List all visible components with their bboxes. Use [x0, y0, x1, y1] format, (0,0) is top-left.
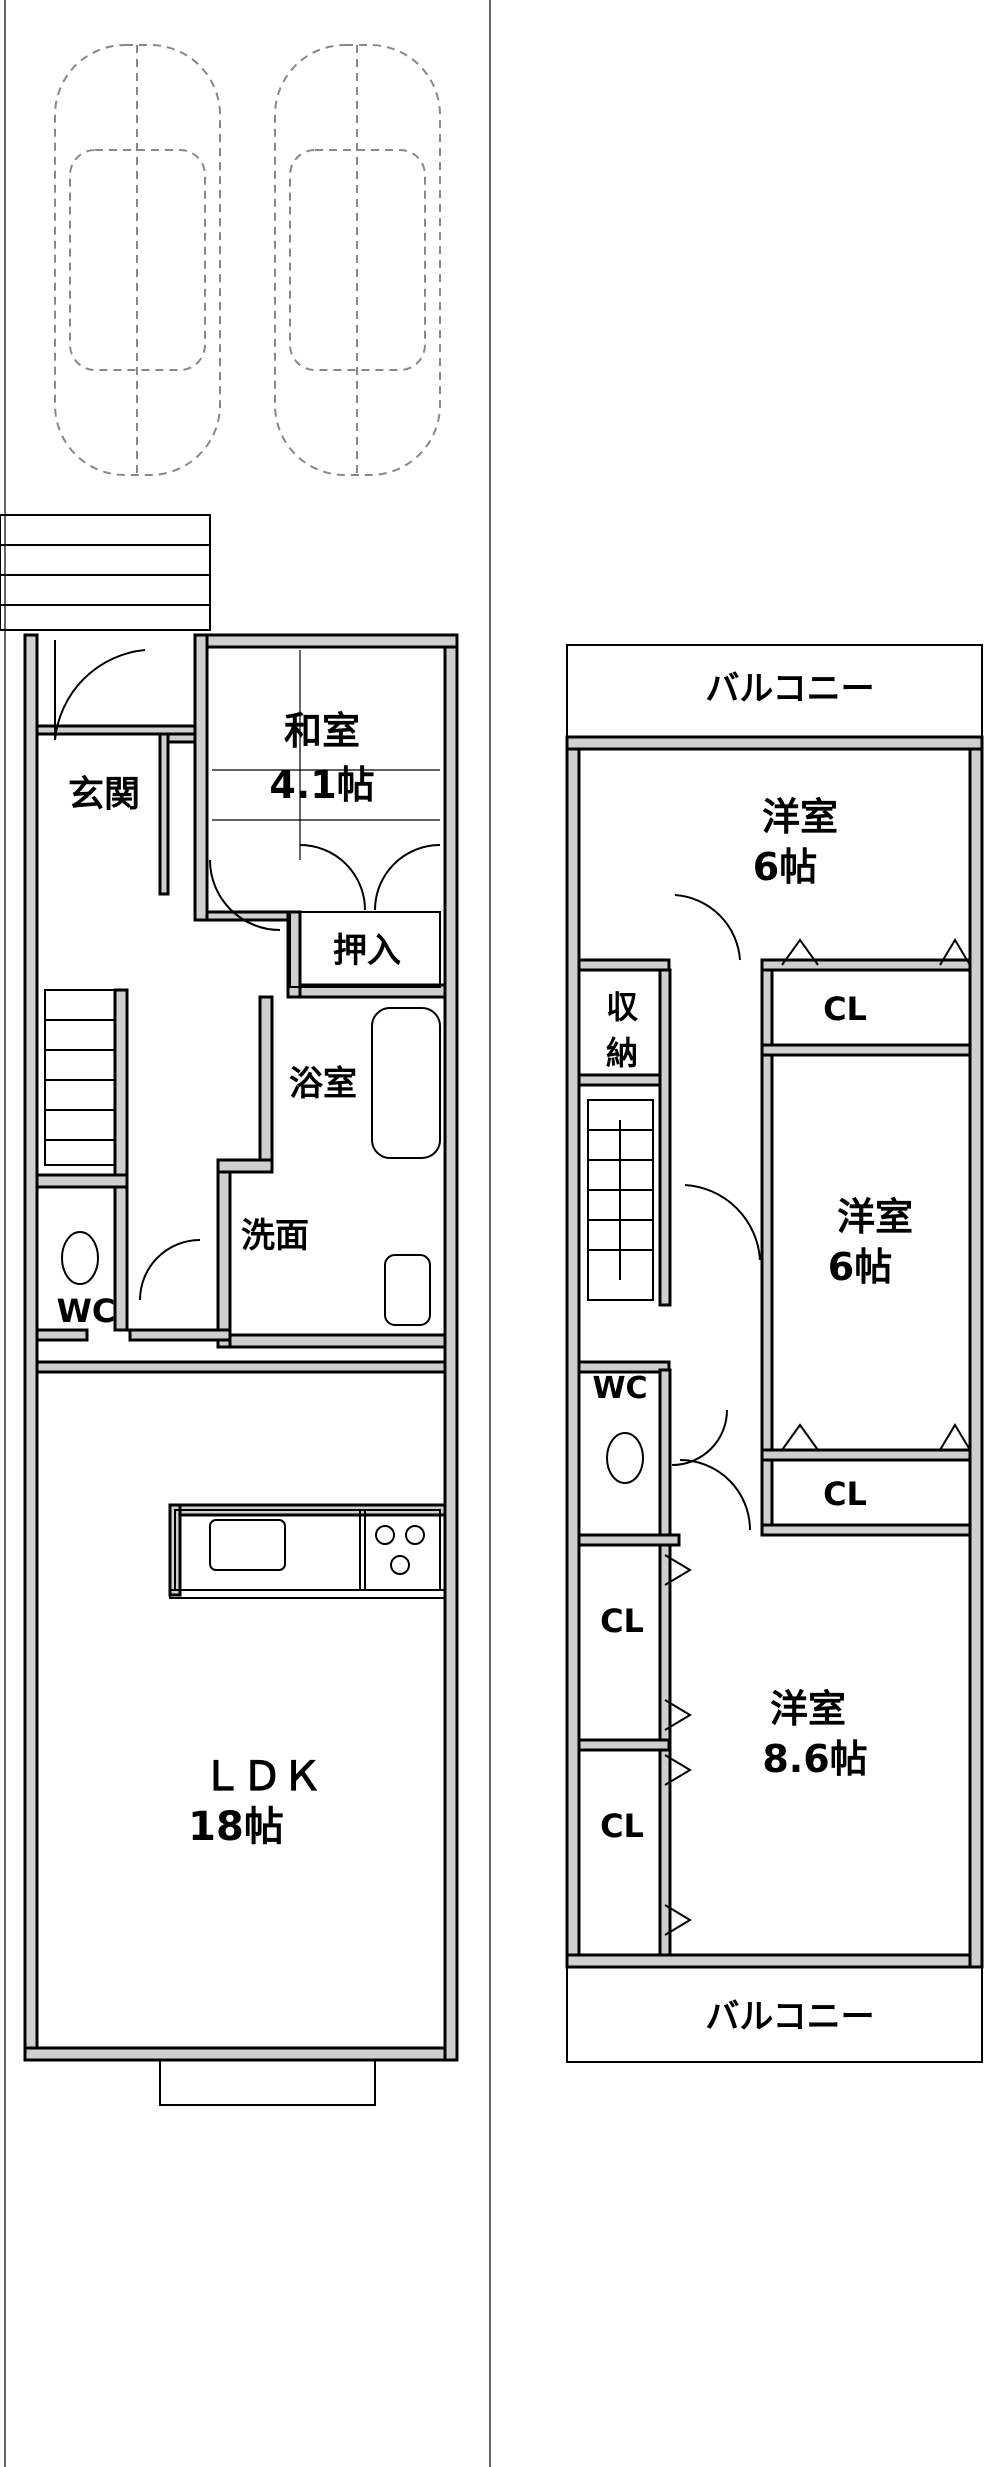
- floor2-outline: [565, 644, 984, 2063]
- cl-label-4: CL: [600, 1807, 644, 1845]
- balcony-north-label: バルコニー: [705, 669, 874, 709]
- washitsu-size-label: 4.1帖: [269, 763, 374, 807]
- room3-size-label: 8.6帖: [762, 1737, 867, 1781]
- genkan-label: 玄関: [68, 774, 140, 815]
- shuno-label-bottom: 納: [606, 1034, 638, 1072]
- site-boundary: [4, 0, 491, 2467]
- room3-name-label: 洋室: [770, 1687, 846, 1731]
- balcony-south-label: バルコニー: [705, 1997, 874, 2037]
- yokushitsu-label: 浴室: [289, 1064, 357, 1104]
- oshiire-label: 押入: [333, 931, 401, 971]
- parked-car-right: [274, 44, 441, 476]
- washitsu-name-label: 和室: [284, 709, 360, 753]
- cl-label-3: CL: [600, 1602, 644, 1640]
- ldk-name-label: ＬＤＫ: [202, 1754, 322, 1800]
- shuno-label-top: 収: [606, 988, 638, 1026]
- room2-name-label: 洋室: [837, 1195, 913, 1239]
- cl-label-2: CL: [823, 1475, 867, 1513]
- cl-label-1: CL: [823, 990, 867, 1028]
- wc-1f-label: WC: [57, 1292, 116, 1330]
- senmen-label: 洗面: [241, 1216, 309, 1256]
- wc-2f-label: WC: [592, 1371, 647, 1406]
- room2-size-label: 6帖: [828, 1245, 892, 1289]
- room1-name-label: 洋室: [762, 795, 838, 839]
- entrance-steps: [0, 514, 211, 631]
- ldk-size-label: 18帖: [188, 1804, 284, 1850]
- room1-size-label: 6帖: [753, 845, 817, 889]
- floor1-outline: [23, 633, 459, 2106]
- parked-car-left: [54, 44, 221, 476]
